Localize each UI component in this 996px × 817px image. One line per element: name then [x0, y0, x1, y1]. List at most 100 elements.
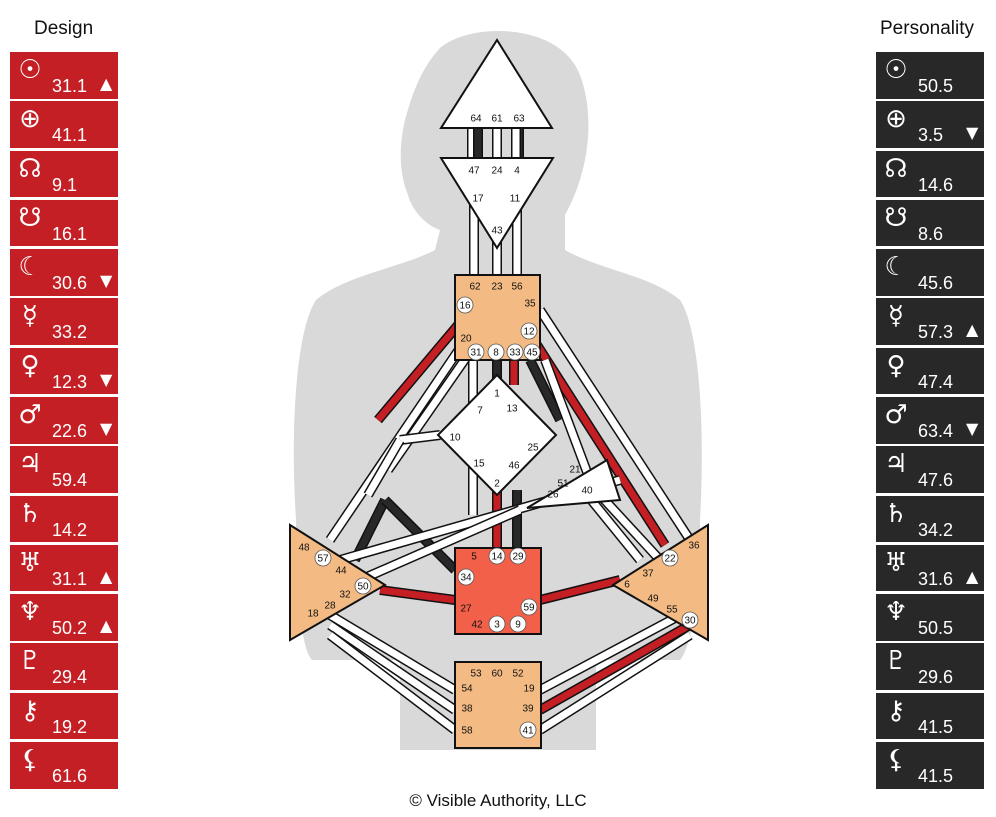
- gate-line-value: 31.6: [918, 568, 954, 589]
- gate-line-value: 3.5: [918, 125, 944, 146]
- design-planet-list: ☉31.1▲⊕41.1☊9.1☋16.1☾30.6▼☿33.2♀12.3▼♂22…: [10, 52, 118, 791]
- earth-icon: ⊕: [19, 104, 41, 135]
- sun-icon: ☉: [18, 55, 42, 85]
- detriment-arrow-icon: ▼: [966, 123, 979, 143]
- gate-line-value: 33.2: [52, 322, 88, 343]
- gate-line-value: 50.5: [918, 76, 954, 96]
- south-node-icon: ☋: [884, 202, 908, 233]
- gate-line-value: 63.4: [918, 420, 954, 441]
- gate-activation-circle: [456, 296, 474, 314]
- north-node-icon: ☊: [18, 153, 42, 184]
- mercury-icon: ☿: [888, 301, 904, 332]
- gate-17-label: 17: [472, 194, 484, 205]
- gate-line-value: 8.6: [918, 223, 944, 244]
- gate-43-label: 43: [491, 226, 503, 237]
- personality-column-title: Personality: [880, 18, 974, 39]
- personality-row-uranus: ♅31.6▲: [876, 544, 984, 592]
- design-row-moon: ☾30.6▼: [10, 249, 118, 296]
- gate-57-label: 57: [317, 554, 329, 565]
- gate-activation-circle: [509, 615, 527, 633]
- gate-34-label: 34: [460, 573, 472, 584]
- gate-55-label: 55: [666, 605, 678, 616]
- gate-23-label: 23: [491, 282, 503, 293]
- gate-60-label: 60: [491, 669, 503, 680]
- channel-19: [541, 358, 594, 482]
- gate-61-label: 61: [491, 114, 503, 125]
- gate-59-label: 59: [523, 603, 535, 614]
- gate-16-label: 16: [459, 301, 471, 312]
- gate-38-label: 38: [461, 704, 473, 715]
- gate-line-value: 29.6: [918, 667, 954, 688]
- gate-15-label: 15: [473, 459, 485, 470]
- gate-22-label: 22: [664, 554, 676, 565]
- sun-icon: ☉: [884, 55, 908, 85]
- pluto-icon: ♇: [884, 646, 908, 677]
- gate-51-label: 51: [557, 479, 569, 490]
- gate-10-label: 10: [449, 433, 461, 444]
- earth-icon: ⊕: [885, 104, 907, 135]
- design-row-pluto: ♇29.4: [10, 643, 118, 690]
- personality-row-mars: ♂63.4▼: [876, 396, 984, 444]
- gate-line-value: 41.5: [918, 765, 954, 786]
- design-row-jupiter: ♃59.4: [10, 446, 118, 493]
- gate-50-label: 50: [357, 582, 369, 593]
- detriment-arrow-icon: ▼: [100, 418, 113, 438]
- design-row-north-node: ☊9.1: [10, 150, 118, 198]
- gate-3-label: 3: [494, 620, 500, 631]
- gate-30-label: 30: [684, 616, 696, 627]
- gate-21-label: 21: [569, 465, 581, 476]
- gate-activation-circle: [314, 549, 332, 567]
- gate-8-label: 8: [493, 348, 499, 359]
- mars-icon: ♂: [884, 399, 908, 430]
- center-ego-shape: [526, 458, 622, 509]
- gate-6-label: 6: [624, 580, 630, 591]
- gate-27-label: 27: [460, 604, 472, 615]
- gate-line-value: 14.2: [52, 519, 88, 540]
- channel-33: [538, 632, 692, 733]
- gate-line-value: 50.5: [918, 618, 954, 639]
- personality-row-saturn: ♄34.2: [876, 495, 984, 543]
- gate-2-label: 2: [494, 479, 500, 490]
- personality-row-pluto: ♇ 29.6: [876, 643, 984, 690]
- channel-27: [328, 611, 457, 694]
- design-row-neptune: ♆50.2▲: [10, 594, 118, 641]
- moon-icon: ☾: [18, 252, 42, 283]
- gate-line-value: 31.1: [52, 76, 88, 96]
- neptune-icon: ♆: [18, 597, 42, 628]
- gate-activation-circle: [661, 549, 679, 567]
- gate-activation-circle: [509, 547, 527, 565]
- lilith-icon: ⚸: [886, 744, 906, 775]
- center-spleen-shape: [289, 523, 387, 642]
- gate-14-label: 14: [491, 552, 503, 563]
- saturn-icon: ♄: [884, 498, 908, 529]
- center-ajna-shape: [439, 157, 555, 250]
- gate-line-value: 59.4: [52, 470, 88, 491]
- personality-row-sun: ☉ 50.5: [876, 52, 984, 99]
- gate-54-label: 54: [461, 684, 473, 695]
- personality-row-lilith: ⚸ 41.5: [876, 741, 984, 789]
- gate-29-label: 29: [512, 552, 524, 563]
- gate-activation-circle: [488, 615, 506, 633]
- gate-31-label: 31: [470, 348, 482, 359]
- personality-row-venus: ♀47.4: [876, 347, 984, 395]
- channel-18: [526, 358, 564, 422]
- channel-29: [327, 632, 458, 733]
- gate-line-value: 47.4: [918, 371, 954, 392]
- exalted-arrow-icon: ▲: [100, 74, 113, 93]
- gate-line-value: 12.3: [52, 371, 88, 392]
- gate-4-label: 4: [514, 166, 520, 177]
- gate-36-label: 36: [688, 541, 700, 552]
- gate-line-value: 16.1: [52, 223, 88, 244]
- gate-9-label: 9: [515, 620, 521, 631]
- gate-line-value: 30.6: [52, 273, 88, 294]
- moon-icon: ☾: [884, 252, 908, 283]
- gate-47-label: 47: [468, 166, 480, 177]
- gate-46-label: 46: [508, 461, 520, 472]
